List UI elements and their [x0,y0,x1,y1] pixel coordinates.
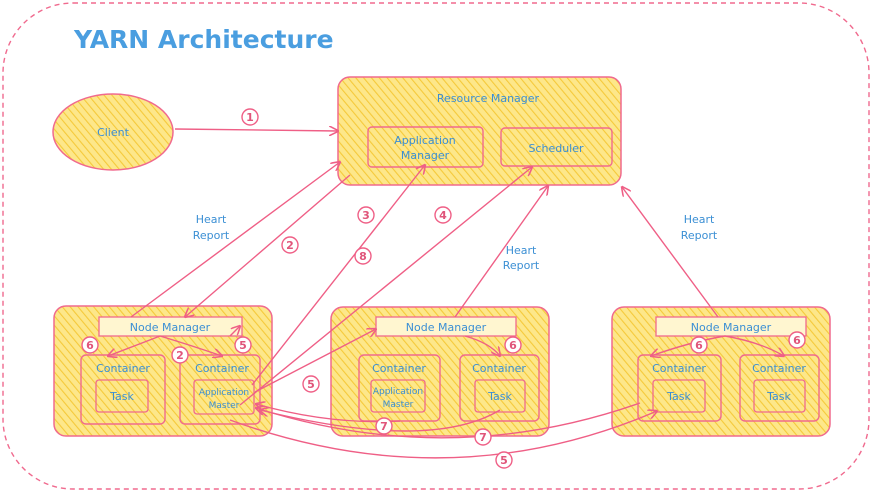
heart-report-labels: Heart Report Heart Report Heart Report [193,213,718,272]
scheduler-box [500,127,613,167]
node-manager-1-label: Node Manager [130,321,211,334]
step-3: 3 [357,206,375,224]
task-1a [95,379,149,413]
step-5a: 5 [234,336,252,354]
task-3a [652,379,706,413]
arrow-am1-to-scheduler [239,167,532,406]
arrow-task2-to-am1 [260,410,501,432]
arrow-nm1-to-container-1a [108,335,161,356]
heart-report-2-line1: Heart [506,244,537,257]
arrow-nm3-heartbeat [622,187,719,318]
client-label: Client [97,126,130,139]
step-5b: 5 [302,375,320,393]
svg-text:6: 6 [509,339,517,352]
application-master-1-line1: Application [199,388,249,398]
step-8: 8 [354,247,372,265]
diagram-title: YARN Architecture [73,25,334,54]
arrow-nm2-heartbeat [454,186,548,318]
svg-text:4: 4 [439,209,447,222]
container-2b-label: Container [472,362,526,375]
arrow-into-nm1 [229,326,240,337]
container-3b-label: Container [752,362,806,375]
heart-report-1-line2: Report [193,229,230,242]
task-3a-label: Task [666,390,691,403]
step-6d: 6 [788,331,806,349]
step-7b: 7 [474,428,492,446]
resource-manager: Resource Manager Application Manager Sch… [337,76,622,186]
application-manager-label-line1: Application [394,134,455,147]
container-2a-label: Container [372,362,426,375]
arrow-task3-to-am1 [256,402,641,439]
scheduler-label: Scheduler [528,142,584,155]
node-group-3: Node Manager Container Task Container Ta… [611,306,831,437]
container-1b-label: Container [195,362,249,375]
node-manager-3 [655,316,807,337]
task-3b [753,379,806,413]
arrow-nm3-to-container-3a [651,335,726,356]
step-2a: 2 [281,236,299,254]
arrow-am1-to-appmgr [251,165,425,386]
step-6b: 6 [504,336,522,354]
step-6c: 6 [690,336,708,354]
svg-text:7: 7 [479,431,487,444]
svg-text:6: 6 [793,334,801,347]
step-4: 4 [434,206,452,224]
arrow-nm1-to-container-1b [159,335,222,356]
node-manager-3-label: Node Manager [691,321,772,334]
step-6a: 6 [81,336,99,354]
arrow-nm3-to-container-3b [724,335,784,356]
svg-text:5: 5 [239,339,247,352]
step-numbers: 1 2 2 3 4 5 5 5 6 6 6 6 7 7 8 [81,108,806,469]
application-master-1-line2: Master [209,401,240,411]
node-manager-2 [375,316,517,337]
arrow-am1-to-nm2 [254,329,376,393]
node-manager-1 [98,316,243,337]
node-group-1: Node Manager Container Task Container Ap… [53,305,273,437]
svg-text:8: 8 [359,250,367,263]
step-1: 1 [241,108,259,126]
task-1a-label: Task [109,390,134,403]
container-3a-label: Container [652,362,706,375]
svg-text:5: 5 [307,378,315,391]
heart-report-3-line1: Heart [684,213,715,226]
task-3b-label: Task [766,390,791,403]
application-master-2 [370,379,426,413]
svg-text:3: 3 [362,209,370,222]
resource-manager-label: Resource Manager [437,92,540,105]
container-1a-label: Container [96,362,150,375]
svg-text:6: 6 [695,339,703,352]
arrow-nm1-heartbeat [130,162,340,318]
task-2b-label: Task [487,390,512,403]
svg-text:7: 7 [380,420,388,433]
svg-text:1: 1 [246,111,254,124]
arrows [108,129,784,459]
svg-text:5: 5 [500,454,508,467]
application-master-2-line1: Application [373,387,423,397]
svg-text:2: 2 [176,349,184,362]
node-group-2: Node Manager Container Application Maste… [330,306,550,437]
client-node: Client [52,93,174,171]
step-2b: 2 [171,346,189,364]
heart-report-2-line2: Report [503,259,540,272]
heart-report-3-line2: Report [681,229,718,242]
task-2b [474,379,526,413]
arrow-nm2-to-container-2b [464,335,500,356]
svg-text:6: 6 [86,339,94,352]
node-manager-2-label: Node Manager [406,321,487,334]
step-7a: 7 [375,417,393,435]
heart-report-1-line1: Heart [196,213,227,226]
application-manager-label-line2: Manager [401,149,450,162]
arrow-rm-to-nm1 [185,174,351,317]
application-master-1 [193,379,255,415]
arrow-client-to-rm [174,129,338,131]
application-master-2-line2: Master [383,400,414,410]
svg-text:2: 2 [286,239,294,252]
arrow-am1-to-task3 [229,411,657,459]
step-5c: 5 [495,451,513,469]
